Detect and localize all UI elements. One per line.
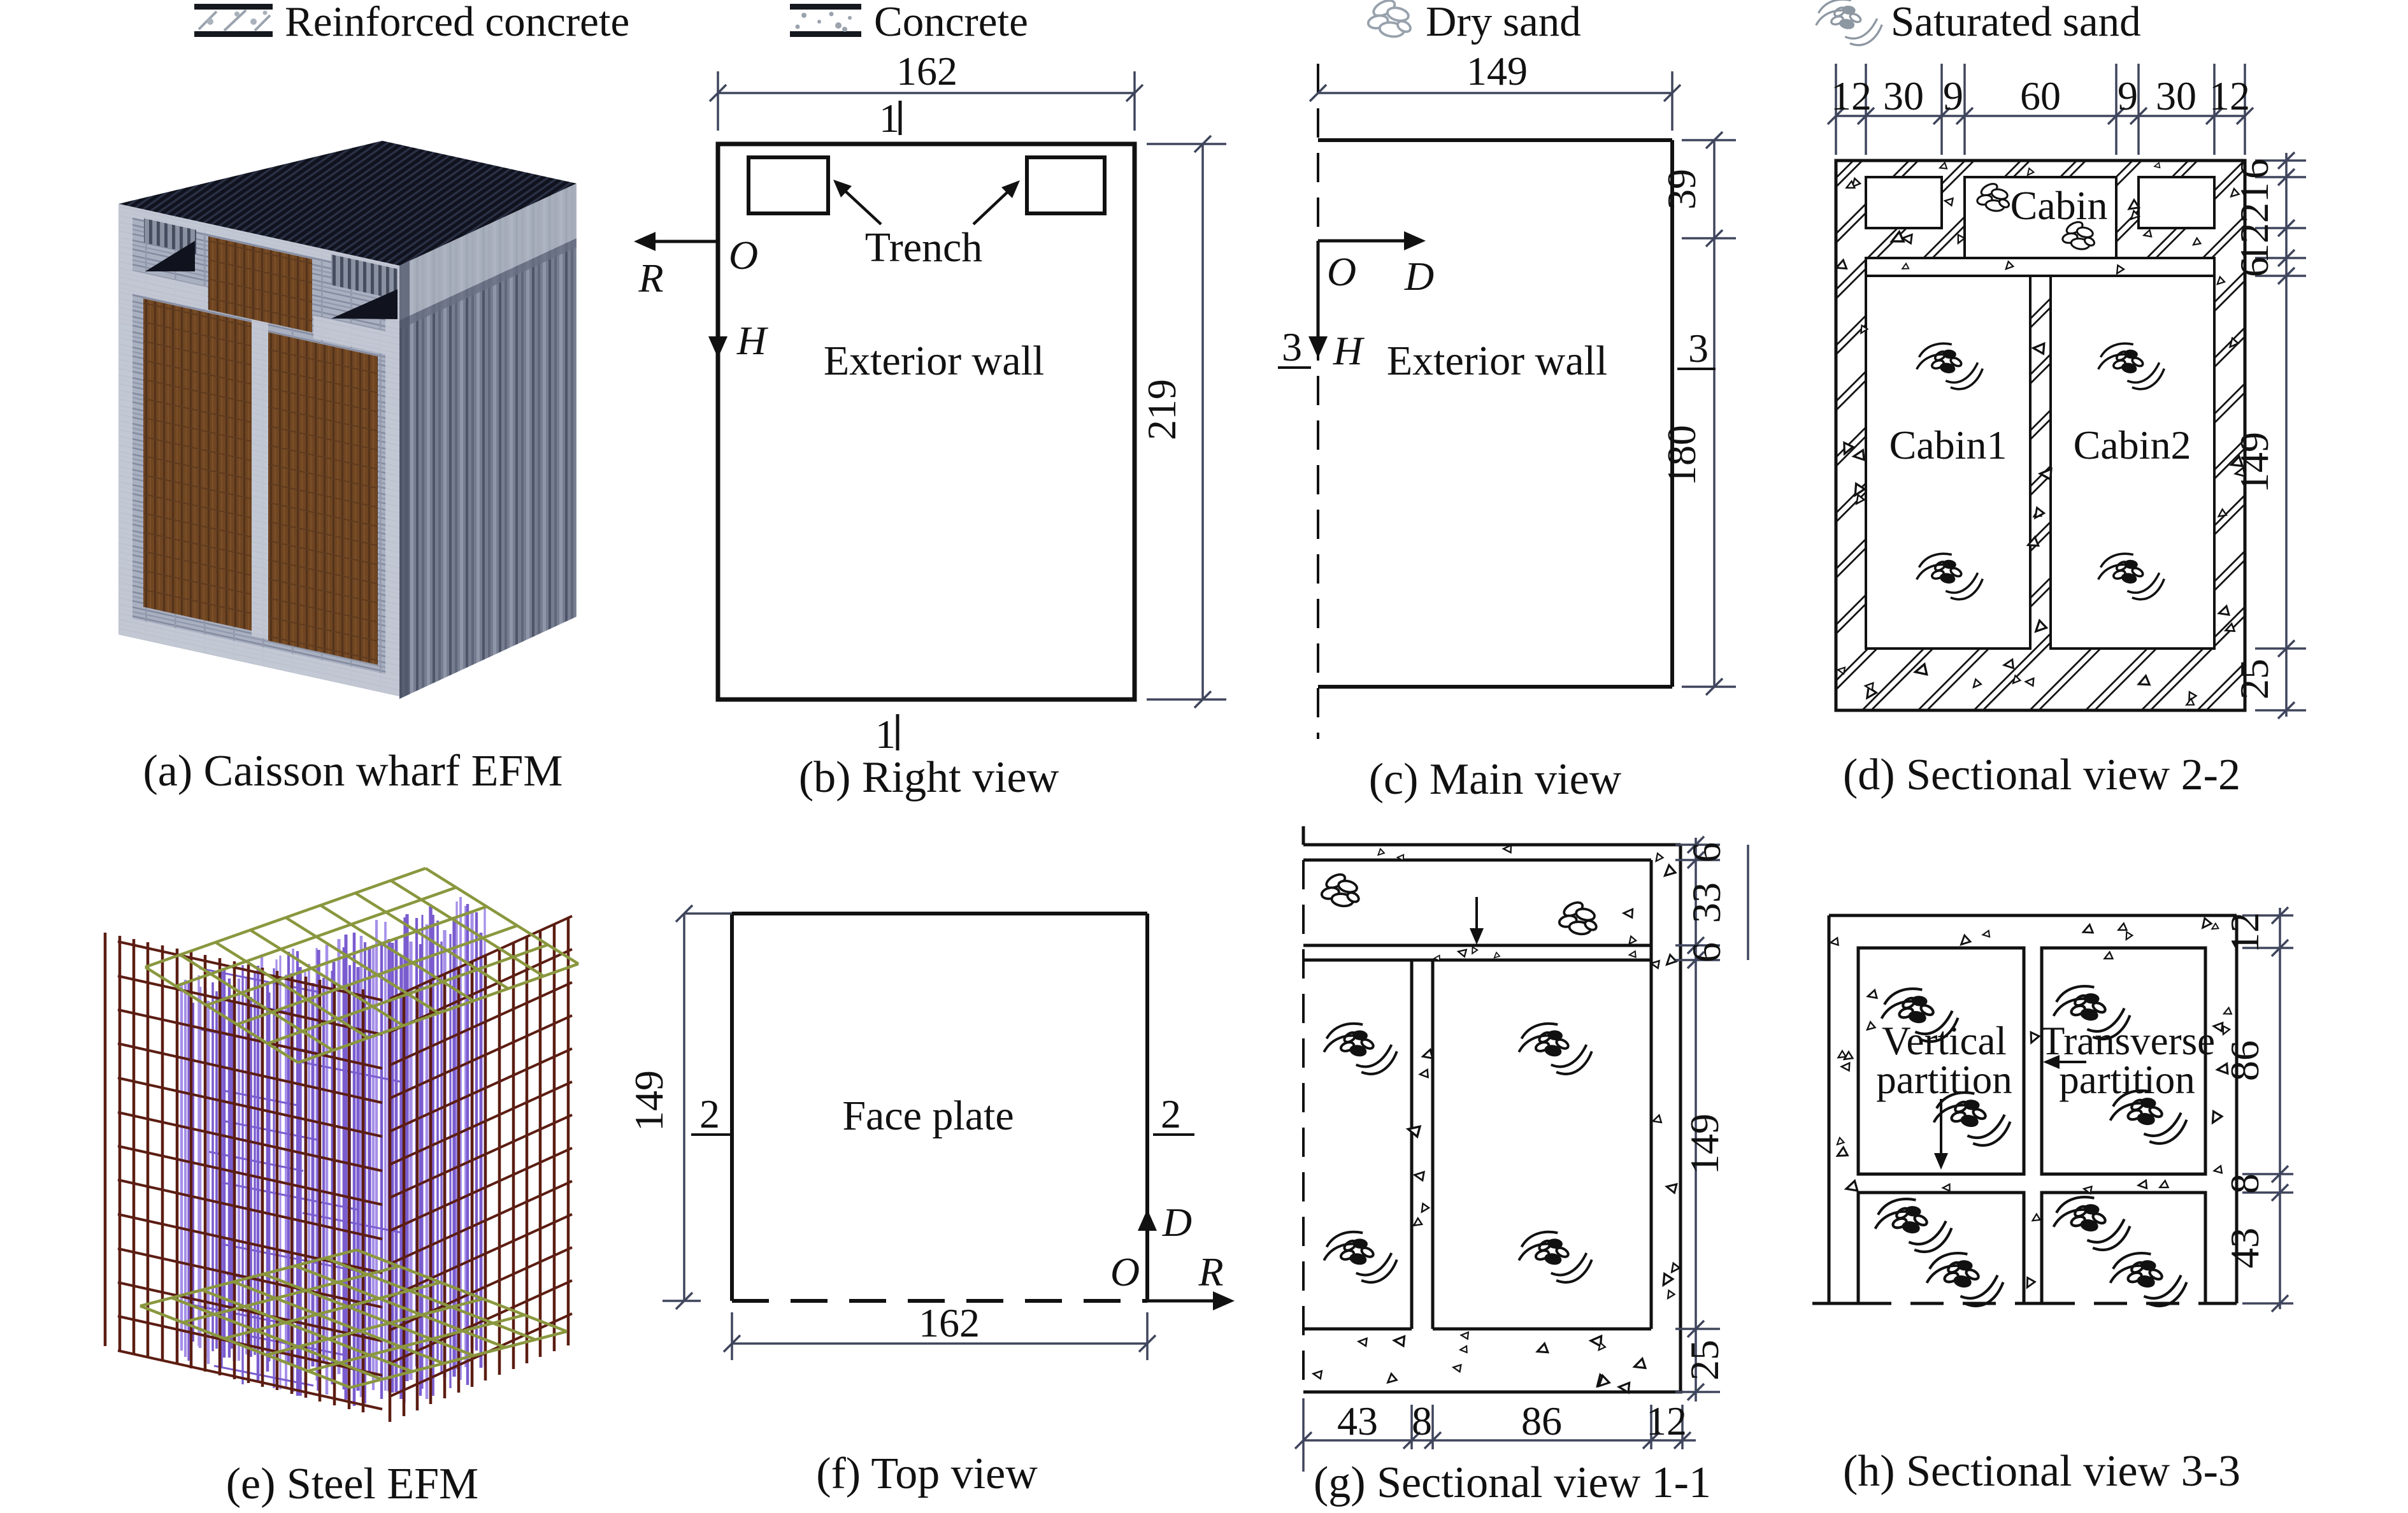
svg-text:Trench: Trench — [865, 224, 983, 271]
svg-text:O: O — [1110, 1249, 1140, 1294]
svg-text:Vertical: Vertical — [1882, 1019, 2007, 1063]
svg-text:12: 12 — [1831, 73, 1872, 118]
svg-text:Cabin1: Cabin1 — [1889, 422, 2007, 468]
svg-text:Cabin2: Cabin2 — [2074, 422, 2191, 468]
svg-text:162: 162 — [919, 1300, 980, 1345]
svg-text:1: 1 — [879, 96, 899, 141]
svg-text:219: 219 — [1139, 379, 1184, 440]
svg-text:Reinforced concrete: Reinforced concrete — [285, 0, 629, 45]
svg-text:(d) Sectional view 2-2: (d) Sectional view 2-2 — [1843, 750, 2240, 800]
svg-text:(a) Caisson wharf EFM: (a) Caisson wharf EFM — [143, 747, 563, 796]
svg-text:(e) Steel EFM: (e) Steel EFM — [226, 1459, 479, 1509]
svg-text:Concrete: Concrete — [874, 0, 1028, 45]
svg-text:D: D — [1404, 254, 1434, 299]
svg-text:1: 1 — [875, 712, 896, 757]
svg-text:Face plate: Face plate — [842, 1093, 1014, 1139]
svg-text:149: 149 — [1466, 48, 1528, 94]
svg-text:partition: partition — [1876, 1058, 2012, 1102]
svg-text:3: 3 — [1688, 326, 1709, 371]
svg-text:2: 2 — [699, 1091, 720, 1137]
svg-text:(g) Sectional view 1-1: (g) Sectional view 1-1 — [1314, 1458, 1711, 1507]
svg-text:6: 6 — [1684, 842, 1729, 863]
svg-text:partition: partition — [2059, 1058, 2195, 1102]
svg-text:Dry sand: Dry sand — [1426, 0, 1581, 45]
svg-text:(c) Main view: (c) Main view — [1369, 755, 1622, 804]
svg-text:162: 162 — [896, 48, 957, 94]
svg-text:D: D — [1162, 1200, 1192, 1245]
svg-text:12: 12 — [1646, 1398, 1687, 1444]
svg-text:3: 3 — [1282, 324, 1302, 369]
svg-text:43: 43 — [1337, 1398, 1378, 1444]
svg-text:Transverse: Transverse — [2040, 1019, 2215, 1063]
svg-text:25: 25 — [1682, 1340, 1727, 1380]
svg-text:R: R — [638, 255, 663, 301]
svg-text:R: R — [1198, 1249, 1223, 1294]
svg-text:Exterior wall: Exterior wall — [824, 338, 1044, 384]
svg-text:(f) Top view: (f) Top view — [816, 1449, 1038, 1498]
svg-text:Exterior wall: Exterior wall — [1387, 338, 1607, 384]
svg-text:30: 30 — [2156, 73, 2197, 118]
svg-text:8: 8 — [1412, 1398, 1432, 1444]
svg-text:25: 25 — [2232, 659, 2277, 699]
svg-text:21: 21 — [2232, 182, 2277, 223]
svg-text:6: 6 — [2232, 159, 2277, 179]
svg-text:149: 149 — [1682, 1114, 1727, 1175]
svg-text:O: O — [1327, 249, 1356, 294]
svg-text:86: 86 — [2222, 1040, 2267, 1081]
svg-text:180: 180 — [1659, 425, 1704, 486]
svg-text:(h) Sectional view 3-3: (h) Sectional view 3-3 — [1843, 1447, 2240, 1496]
svg-text:12: 12 — [2232, 223, 2277, 264]
svg-text:2: 2 — [1161, 1091, 1181, 1137]
svg-text:33: 33 — [1684, 882, 1729, 923]
svg-text:12: 12 — [2209, 73, 2250, 118]
svg-text:149: 149 — [2232, 432, 2277, 493]
svg-text:6: 6 — [1684, 942, 1729, 963]
svg-text:H: H — [736, 318, 769, 363]
svg-text:9: 9 — [2118, 73, 2138, 118]
svg-text:149: 149 — [626, 1070, 671, 1131]
svg-text:60: 60 — [2020, 73, 2061, 118]
svg-text:39: 39 — [1659, 169, 1704, 210]
svg-text:43: 43 — [2222, 1228, 2267, 1268]
svg-text:8: 8 — [2222, 1173, 2267, 1194]
svg-text:H: H — [1333, 328, 1365, 373]
svg-text:O: O — [729, 233, 758, 278]
svg-text:Saturated sand: Saturated sand — [1891, 0, 2141, 45]
svg-text:6: 6 — [2232, 257, 2277, 277]
svg-text:9: 9 — [1943, 73, 1963, 118]
svg-text:12: 12 — [2222, 912, 2267, 953]
svg-text:(b) Right view: (b) Right view — [799, 753, 1059, 802]
svg-text:Cabin: Cabin — [2010, 183, 2108, 228]
svg-text:86: 86 — [1521, 1398, 1562, 1444]
svg-text:30: 30 — [1883, 73, 1924, 118]
